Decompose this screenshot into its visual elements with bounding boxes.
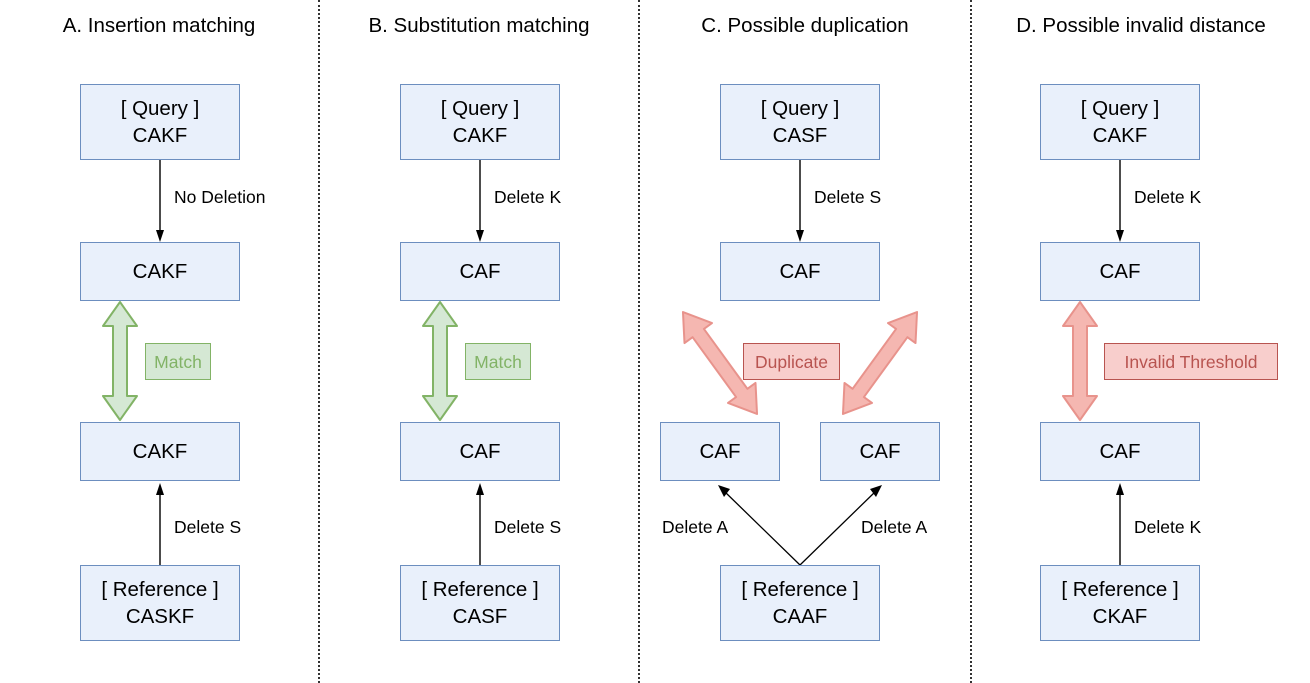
panel-d-ref-edge-label: Delete K <box>1134 517 1202 537</box>
panel-a-ref-arrow <box>156 483 164 565</box>
panel-c-ref-result-node-left: CAF <box>660 422 780 481</box>
panel-c-ref-result-node-right: CAF <box>820 422 940 481</box>
panel-c-ref-branch-arrows <box>718 485 882 566</box>
panel-d-ref-arrow <box>1116 483 1124 565</box>
panel-c-status-chip: Duplicate <box>743 343 840 380</box>
panel-a-match-arrow <box>102 301 138 421</box>
panel-c-ref-result-seq-right: CAF <box>859 440 901 463</box>
panel-b-status-label: Match <box>474 351 522 372</box>
panel-b-query-seq: CAKF <box>452 124 508 147</box>
panel-a-query-seq: CAKF <box>132 124 188 147</box>
panel-b-ref-result-node: CAF <box>400 422 560 481</box>
panel-c-query-edge-label: Delete S <box>814 187 882 207</box>
panel-b-query-result-node: CAF <box>400 242 560 301</box>
panel-b-query-node: [ Query ] CAKF <box>400 84 560 160</box>
panel-a-query-edge-label: No Deletion <box>174 187 266 207</box>
panel-b: B. Substitution matching [ Query ] CAKF … <box>320 0 638 683</box>
panel-d-ref-result-seq: CAF <box>1099 440 1141 463</box>
panel-d-query-edge-label: Delete K <box>1134 187 1202 207</box>
panel-divider-1 <box>318 0 320 683</box>
panel-b-match-arrow <box>422 301 458 421</box>
panel-b-reference-node: [ Reference ] CASF <box>400 565 560 641</box>
panel-c-query-node: [ Query ] CASF <box>720 84 880 160</box>
panel-d-status-label: Invalid Threshold <box>1124 351 1258 372</box>
panel-c-reference-seq: CAAF <box>772 605 828 628</box>
panel-a-status-label: Match <box>154 351 202 372</box>
panel-b-title: B. Substitution matching <box>368 14 590 37</box>
panel-c-reference-tag: [ Reference ] <box>741 578 859 601</box>
panel-b-reference-tag: [ Reference ] <box>421 578 539 601</box>
panel-c-status-label: Duplicate <box>755 351 828 372</box>
panel-c-query-arrow <box>796 160 804 242</box>
panel-d-query-result-seq: CAF <box>1099 260 1141 283</box>
panel-b-ref-edge-label: Delete S <box>494 517 562 537</box>
panel-a-ref-result-seq: CAKF <box>132 440 188 463</box>
panel-c-title: C. Possible duplication <box>701 14 909 37</box>
panel-c-query-tag: [ Query ] <box>760 97 840 120</box>
panel-divider-2 <box>638 0 640 683</box>
panel-b-ref-result-seq: CAF <box>459 440 501 463</box>
panel-b-ref-arrow <box>476 483 484 565</box>
panel-d-query-seq: CAKF <box>1092 124 1148 147</box>
panel-a-query-result-node: CAKF <box>80 242 240 301</box>
panel-a-reference-seq: CASKF <box>125 605 195 628</box>
panel-b-query-arrow <box>476 160 484 242</box>
panel-c-reference-node: [ Reference ] CAAF <box>720 565 880 641</box>
panel-b-query-result-seq: CAF <box>459 260 501 283</box>
panel-divider-3 <box>970 0 972 683</box>
panel-c-duplicate-arrow-left <box>681 311 759 415</box>
panel-d-reference-node: [ Reference ] CKAF <box>1040 565 1200 641</box>
panel-d-invalid-arrow <box>1062 301 1098 421</box>
panel-a: A. Insertion matching [ Query ] CAKF No … <box>0 0 318 683</box>
panel-c-ref-edge-label-left: Delete A <box>662 517 729 537</box>
panel-d-ref-result-node: CAF <box>1040 422 1200 481</box>
panel-c-ref-edge-label-right: Delete A <box>861 517 928 537</box>
panel-a-ref-edge-label: Delete S <box>174 517 242 537</box>
panel-d-query-tag: [ Query ] <box>1080 97 1160 120</box>
panel-b-query-tag: [ Query ] <box>440 97 520 120</box>
panel-a-reference-tag: [ Reference ] <box>101 578 219 601</box>
panel-d-reference-seq: CKAF <box>1092 605 1148 628</box>
panel-d-title: D. Possible invalid distance <box>1016 14 1266 37</box>
panel-a-query-result-seq: CAKF <box>132 260 188 283</box>
panel-b-status-chip: Match <box>465 343 531 380</box>
panel-c-duplicate-arrow-right <box>841 311 919 415</box>
panel-a-query-tag: [ Query ] <box>120 97 200 120</box>
panel-a-status-chip: Match <box>145 343 211 380</box>
panel-c-query-result-node: CAF <box>720 242 880 301</box>
panel-c: C. Possible duplication [ Query ] CASF D… <box>640 0 970 683</box>
panel-d: D. Possible invalid distance [ Query ] C… <box>972 0 1310 683</box>
panel-b-query-edge-label: Delete K <box>494 187 562 207</box>
panel-d-reference-tag: [ Reference ] <box>1061 578 1179 601</box>
panel-d-query-result-node: CAF <box>1040 242 1200 301</box>
panel-a-ref-result-node: CAKF <box>80 422 240 481</box>
panel-c-ref-result-seq-left: CAF <box>699 440 741 463</box>
panel-a-query-node: [ Query ] CAKF <box>80 84 240 160</box>
panel-a-reference-node: [ Reference ] CASKF <box>80 565 240 641</box>
panel-d-query-node: [ Query ] CAKF <box>1040 84 1200 160</box>
panel-a-query-arrow <box>156 160 164 242</box>
panel-b-reference-seq: CASF <box>452 605 508 628</box>
panel-c-query-seq: CASF <box>772 124 828 147</box>
panel-a-title: A. Insertion matching <box>62 14 256 37</box>
panel-c-query-result-seq: CAF <box>779 260 821 283</box>
panel-d-status-chip: Invalid Threshold <box>1104 343 1278 380</box>
panel-d-query-arrow <box>1116 160 1124 242</box>
